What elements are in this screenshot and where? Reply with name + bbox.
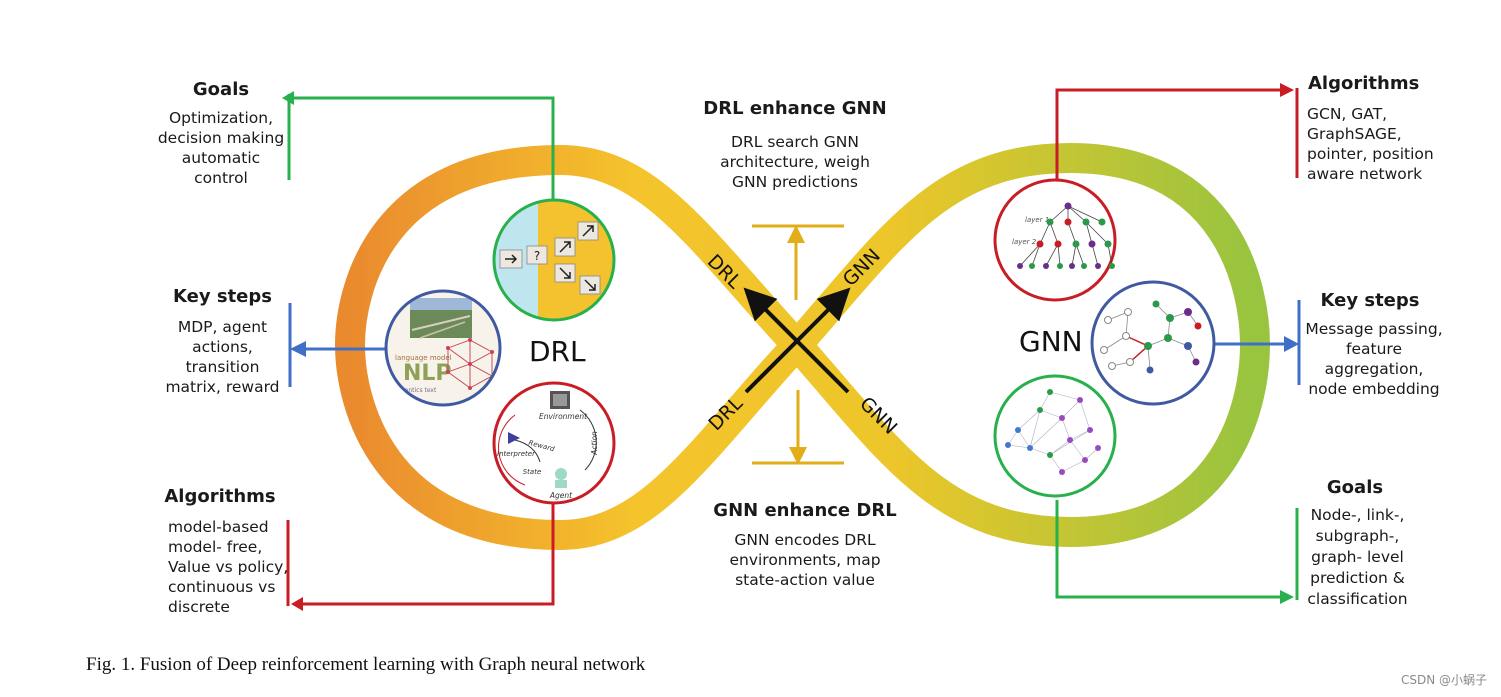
svg-text:Action: Action xyxy=(590,431,599,456)
decision-blocks-icon: ? xyxy=(492,198,616,322)
left-algorithms-connector xyxy=(286,500,555,611)
top-center-text: DRL search GNN architecture, weigh GNN p… xyxy=(720,133,870,191)
top-enhance-arrow xyxy=(752,224,844,300)
message-passing-icon xyxy=(1090,280,1216,406)
word-cloud-label: NLP xyxy=(403,361,452,386)
left-algorithms-text: model-based model- free, Value vs policy… xyxy=(168,518,289,616)
right-goals-title: Goals xyxy=(1326,477,1384,498)
bottom-center-title: GNN enhance DRL xyxy=(713,500,897,521)
nlp-collage-icon: NLP language model semantics text xyxy=(384,289,502,407)
network-graph-icon xyxy=(993,374,1117,498)
right-algorithms-text: GCN, GAT, GraphSAGE, pointer, position a… xyxy=(1307,105,1434,183)
left-keysteps-connector xyxy=(288,303,385,387)
top-center-title: DRL enhance GNN xyxy=(703,98,887,119)
left-algorithms-title: Algorithms xyxy=(164,486,276,507)
drl-center-label: DRL xyxy=(529,335,586,368)
gnn-center-label: GNN xyxy=(1019,325,1083,358)
left-keysteps-title: Key steps xyxy=(173,286,272,307)
svg-text:layer 1: layer 1 xyxy=(1025,216,1049,224)
svg-text:layer 2: layer 2 xyxy=(1012,238,1037,246)
right-algorithms-connector xyxy=(1055,83,1299,182)
infinity-loop xyxy=(335,143,1270,550)
svg-text:Interpreter: Interpreter xyxy=(497,450,536,458)
svg-text:semantics text: semantics text xyxy=(392,387,437,394)
left-goals-text: Optimization, decision making automatic … xyxy=(157,109,285,187)
center-cross-arrows xyxy=(743,287,851,394)
right-keysteps-title: Key steps xyxy=(1320,290,1420,311)
left-keysteps-text: MDP, agent actions, transition matrix, r… xyxy=(165,318,280,396)
right-algorithms-title: Algorithms xyxy=(1308,73,1420,94)
watermark: CSDN @小蜗子 xyxy=(1400,673,1487,687)
graph-layers-icon: layer 1 layer 2 xyxy=(993,178,1117,302)
figure-caption: Fig. 1. Fusion of Deep reinforcement lea… xyxy=(86,654,646,675)
left-goals-connector xyxy=(282,91,555,234)
bottom-enhance-arrow xyxy=(752,390,844,465)
svg-text:language model: language model xyxy=(395,354,452,362)
right-goals-connector xyxy=(1055,500,1299,604)
right-keysteps-text: Message passing, feature aggregation, no… xyxy=(1305,320,1443,398)
bottom-center-text: GNN encodes DRL environments, map state-… xyxy=(729,531,881,589)
svg-text:Environment: Environment xyxy=(539,412,588,421)
right-keysteps-connector xyxy=(1212,300,1301,385)
left-goals-title: Goals xyxy=(192,79,250,100)
right-goals-text: Node-, link-, subgraph-, graph- level pr… xyxy=(1307,506,1408,608)
rl-cycle-icon: Environment Action Reward Interpreter St… xyxy=(492,381,616,505)
svg-text:Agent: Agent xyxy=(549,491,573,500)
svg-text:?: ? xyxy=(534,249,540,263)
svg-text:State: State xyxy=(523,468,542,476)
